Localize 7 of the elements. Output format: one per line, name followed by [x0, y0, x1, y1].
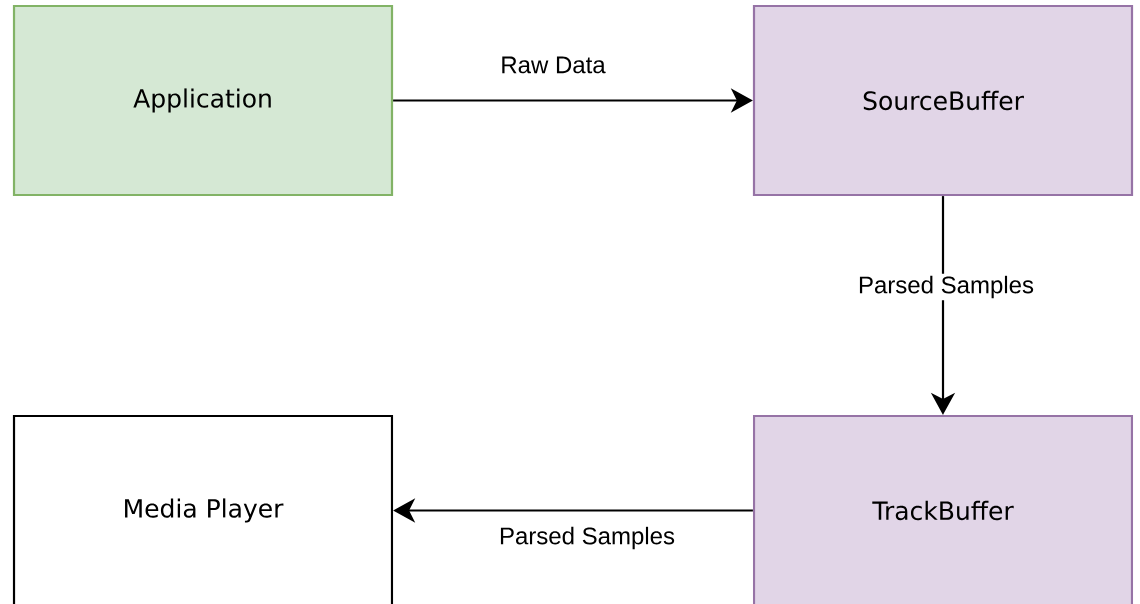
process-box: SourceBuffer: [752, 4, 1134, 197]
edge-label: Parsed Samples: [500, 526, 675, 550]
process-box: Application: [12, 4, 394, 197]
edge-label: Raw Data: [502, 56, 606, 74]
process-box: TrackBuffer: [752, 414, 1134, 604]
process-box: Media Player: [12, 414, 394, 604]
edge-label: Parsed Samples: [855, 273, 1037, 301]
